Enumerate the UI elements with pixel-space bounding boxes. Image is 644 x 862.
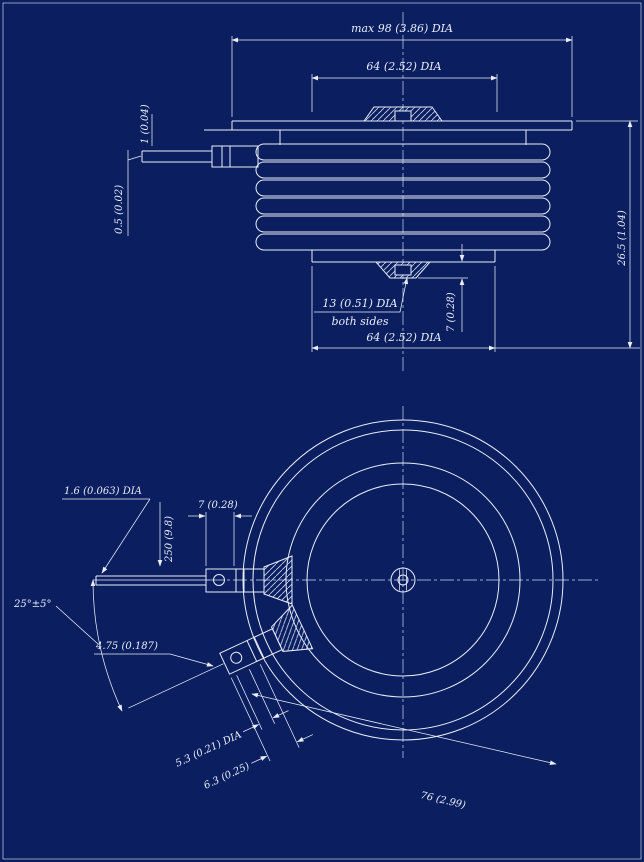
plan-view: 5.3 (0.21) DIA 6.3 (0.25) 25°±5° 1.6 (0.…: [13, 406, 600, 811]
center-hole: [390, 567, 416, 593]
dim-stud-height: [418, 244, 468, 332]
label-stud-note-1: 13 (0.51) DIA: [322, 297, 397, 310]
dim-top-pole: [311, 74, 498, 112]
label-lead-length: 250 (9.8): [164, 516, 175, 563]
label-top-pole-dia: 64 (2.52) DIA: [366, 60, 441, 73]
label-hole-dia: 5.3 (0.21) DIA: [174, 729, 243, 769]
top-pole-slot: [394, 110, 412, 122]
label-tab-width: 6.3 (0.25): [202, 761, 251, 792]
label-terminal-width: 7 (0.28): [198, 500, 238, 511]
dim-bottom-pole: [311, 266, 640, 352]
side-view: max 98 (3.86) DIA 64 (2.52) DIA 1 (0.04)…: [114, 12, 640, 372]
dim-height: [576, 120, 638, 349]
lead-dia-leader: [127, 150, 142, 236]
dim-outer: [231, 36, 573, 117]
dim-radial-distance: [251, 693, 557, 765]
bottom-pole: [311, 249, 496, 263]
label-height: 26.5 (1.04): [617, 210, 628, 267]
top-flange: [204, 120, 573, 131]
dim-wire-dia: [62, 498, 151, 574]
label-lead-offset: 1 (0.04): [140, 104, 151, 144]
label-stud-note-2: both sides: [331, 315, 388, 328]
gate-lead-side: [141, 145, 259, 168]
dim-terminal-width: [188, 512, 252, 566]
stud-note-leader: [314, 277, 409, 313]
gate-lead-plan: [95, 555, 293, 605]
label-outer-dia: max 98 (3.86) DIA: [351, 22, 453, 35]
label-angle: 25°±5°: [13, 599, 51, 610]
gate-lead-rotated: 5.3 (0.21) DIA 6.3 (0.25): [128, 604, 314, 792]
label-stud-height: 7 (0.28): [446, 292, 457, 332]
dim-angle: [55, 579, 210, 712]
dim-terminal-thickness: [94, 653, 214, 667]
body-shoulder: [279, 130, 527, 145]
label-terminal-thickness: 4.75 (0.187): [95, 641, 158, 652]
label-radial-distance: 76 (2.99): [419, 790, 466, 811]
label-bottom-pole-dia: 64 (2.52) DIA: [366, 331, 441, 344]
label-wire-dia: 1.6 (0.063) DIA: [64, 486, 142, 497]
label-lead-dia: 0.5 (0.02): [114, 185, 125, 234]
bottom-pole-slot: [394, 264, 412, 276]
